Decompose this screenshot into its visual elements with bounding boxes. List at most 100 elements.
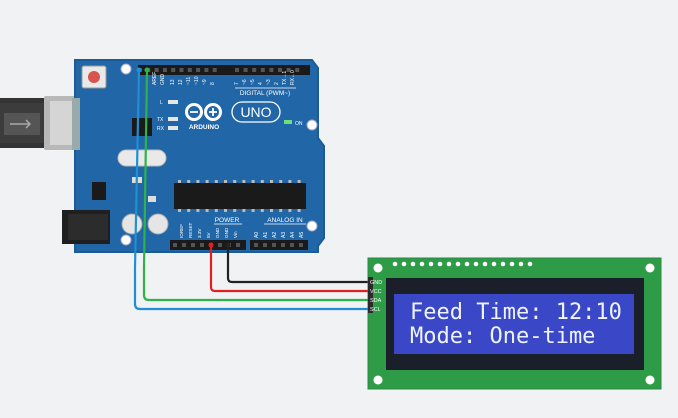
header-pin[interactable] xyxy=(154,68,159,72)
digital-pin-label: ~11 xyxy=(186,77,192,85)
mount-hole xyxy=(306,119,318,131)
lcd-screen xyxy=(394,294,634,354)
wire-scl[interactable] xyxy=(133,69,370,311)
lcd-line-1: Feed Time: 12:10 xyxy=(410,300,622,325)
usb-icon xyxy=(10,119,32,129)
header-pin[interactable] xyxy=(269,68,274,72)
header-pin[interactable] xyxy=(187,68,192,72)
led-rx xyxy=(168,126,178,130)
digital-pin-label: ~3 xyxy=(266,79,272,85)
lcd-module[interactable]: GND VCC SDA SCL Feed Time: 12:10 Mode: O… xyxy=(367,257,662,390)
header-pin[interactable] xyxy=(200,243,204,247)
header-pin[interactable] xyxy=(286,68,291,72)
i2c-header xyxy=(368,277,373,313)
mount-hole xyxy=(373,375,383,385)
led-tx xyxy=(168,117,178,121)
header-pin[interactable] xyxy=(278,68,282,72)
digital-pins[interactable] xyxy=(138,68,300,72)
atmega-chip-pins xyxy=(178,180,301,212)
on-label: ON xyxy=(295,121,303,127)
header-pin[interactable] xyxy=(196,68,201,72)
lcd-header-pads xyxy=(392,261,533,267)
power-pin-label: IOREF xyxy=(179,224,184,238)
uno-badge xyxy=(231,101,281,123)
digital-pin-label: 8 xyxy=(210,82,216,85)
mount-hole xyxy=(645,263,655,273)
capacitor xyxy=(121,213,143,235)
header-pin[interactable] xyxy=(252,68,257,72)
capacitor xyxy=(147,213,169,235)
header-pin[interactable] xyxy=(243,68,248,72)
header-pin[interactable] xyxy=(295,68,300,72)
header-pin[interactable] xyxy=(179,68,184,72)
header-pin[interactable] xyxy=(272,243,276,247)
lcd-pin-scl[interactable]: SCL xyxy=(370,307,381,313)
analog-pin-label: A0 xyxy=(254,232,260,238)
header-pin[interactable] xyxy=(171,68,176,72)
lcd-pin-sda[interactable]: SDA xyxy=(370,298,382,304)
smd-component xyxy=(148,196,156,202)
power-pin-label: GND xyxy=(215,227,220,238)
lcd-pin-vcc[interactable]: VCC xyxy=(370,289,382,295)
digital-pin-label: GND xyxy=(160,74,166,86)
power-pin-label: RESET xyxy=(188,222,193,238)
header-pin[interactable] xyxy=(173,243,177,247)
power-pin-label: 5V xyxy=(206,231,211,238)
crystal-oscillator xyxy=(117,149,167,167)
power-header xyxy=(170,240,246,250)
header-pin[interactable] xyxy=(236,243,240,247)
wire-sda[interactable] xyxy=(142,69,370,302)
header-pin[interactable] xyxy=(281,243,285,247)
header-pin[interactable] xyxy=(162,68,167,72)
header-pin[interactable] xyxy=(299,243,303,247)
mount-hole xyxy=(373,263,383,273)
digital-pin-label: AREF xyxy=(152,72,158,85)
voltage-regulator xyxy=(92,182,106,200)
wire-gnd[interactable] xyxy=(226,245,370,284)
analog-pin-label: A2 xyxy=(272,232,278,238)
power-analog-pins[interactable] xyxy=(173,243,303,247)
digital-pin-label: TX→1 xyxy=(282,71,288,85)
analog-pin-label: A5 xyxy=(299,232,305,238)
digital-pin-label: 12 xyxy=(178,79,184,85)
led-label-rx: RX xyxy=(157,126,165,132)
header-pin[interactable] xyxy=(191,243,195,247)
digital-pin-label: ~9 xyxy=(202,79,208,85)
header-pin[interactable] xyxy=(260,68,265,72)
digital-pin-label: ~5 xyxy=(250,79,256,85)
led-l xyxy=(168,100,178,104)
reset-button-cap[interactable] xyxy=(88,71,100,83)
led-on xyxy=(284,120,292,124)
wire-vcc[interactable] xyxy=(209,245,370,293)
digital-pin-label: 4 xyxy=(258,82,264,85)
analog-pin-label: A3 xyxy=(281,232,287,238)
digital-pin-label: ~10 xyxy=(194,76,200,85)
digital-label: DIGITAL (PWM~) xyxy=(240,90,290,97)
header-pin[interactable] xyxy=(204,68,209,72)
header-pin[interactable] xyxy=(254,243,258,247)
digital-pin-label: ~6 xyxy=(242,79,248,85)
header-pin[interactable] xyxy=(235,68,239,72)
header-pin[interactable] xyxy=(182,243,186,247)
usb-chip xyxy=(132,118,152,136)
header-pin[interactable] xyxy=(263,243,267,247)
header-pin[interactable] xyxy=(290,243,294,247)
analog-pin-label: A4 xyxy=(290,232,296,238)
lcd-line-2: Mode: One-time xyxy=(410,324,595,349)
led-label-l: L xyxy=(160,100,163,106)
analog-header xyxy=(250,240,308,250)
wires[interactable] xyxy=(133,67,370,311)
header-pin[interactable] xyxy=(218,243,222,247)
digital-pin-label: 13 xyxy=(170,79,176,85)
digital-header xyxy=(138,65,310,75)
power-header-label: POWER xyxy=(215,217,240,224)
lcd-pin-gnd[interactable]: GND xyxy=(370,280,382,286)
power-pin-label: 3.3V xyxy=(197,228,202,238)
header-pin[interactable] xyxy=(212,68,217,72)
usb-jack xyxy=(72,98,80,150)
mount-hole xyxy=(645,375,655,385)
